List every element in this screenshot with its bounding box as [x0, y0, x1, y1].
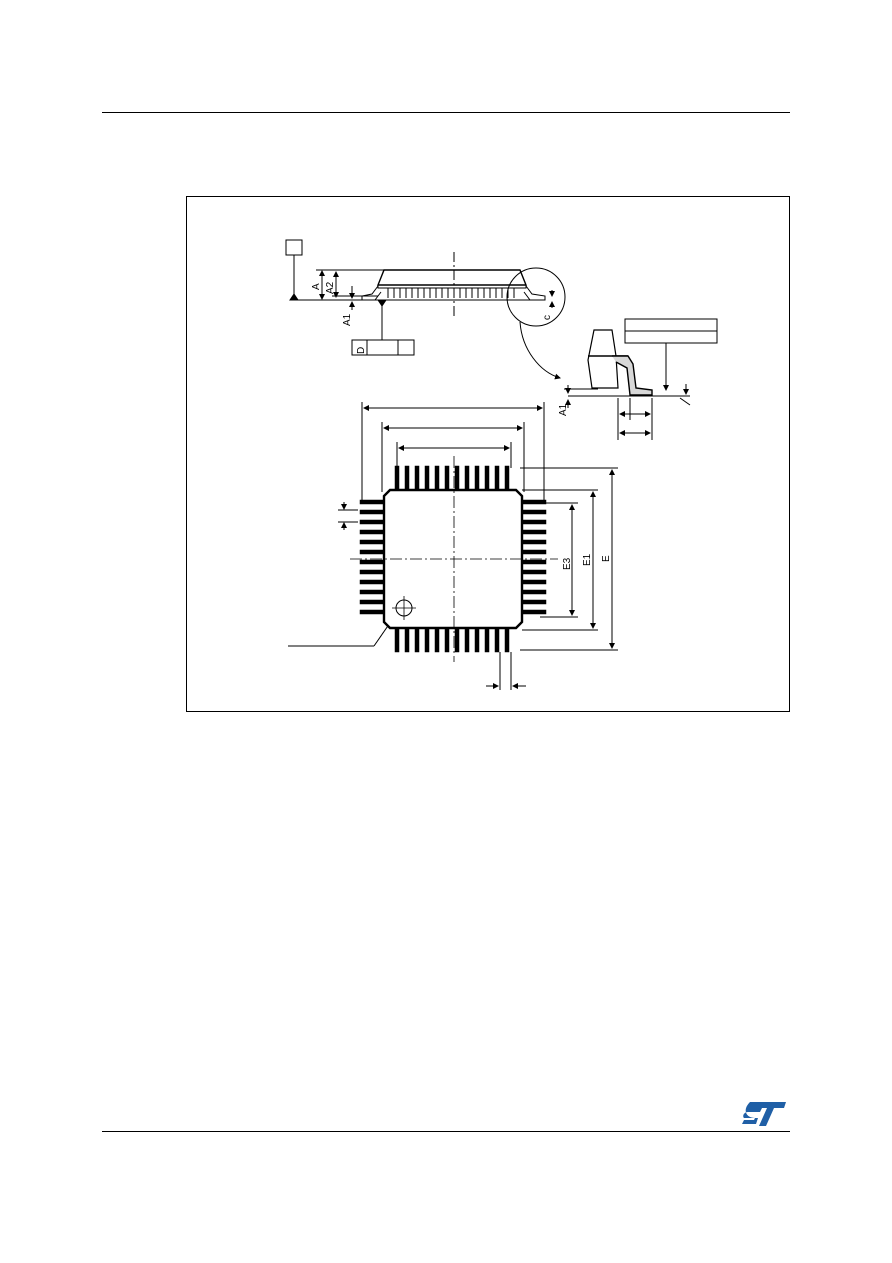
detail-circle [506, 267, 566, 327]
dim-label-E1: E1 [582, 553, 593, 566]
header-rule [102, 112, 790, 113]
detail-lead [612, 355, 653, 396]
datum-triangle [289, 293, 299, 301]
dim-label-D: D [356, 347, 367, 354]
datum-box [285, 239, 303, 256]
dim-label-E: E [601, 555, 612, 562]
detail-body [587, 329, 619, 389]
lead-detail-view [564, 318, 718, 440]
dim-label-E3: E3 [562, 557, 573, 570]
feature-control-frame [351, 339, 415, 356]
dim-label-A2: A2 [325, 281, 336, 294]
figure-frame [186, 196, 790, 712]
side-lead-stubs [387, 288, 515, 298]
left-leads [359, 499, 385, 615]
side-leads [361, 285, 546, 301]
top-view [288, 402, 618, 690]
dim-label-c: c [542, 315, 553, 320]
bottom-leads [394, 627, 510, 653]
side-body [376, 269, 528, 286]
dim-label-A1-detail: A1 [558, 403, 569, 416]
st-logo-icon [742, 1102, 786, 1126]
dim-label-A: A [311, 283, 322, 290]
dim-label-A1: A1 [342, 313, 353, 326]
top-body [350, 456, 558, 662]
right-leads [521, 499, 547, 615]
side-view [285, 239, 566, 380]
top-leads [394, 465, 510, 491]
footer-rule [102, 1131, 790, 1132]
